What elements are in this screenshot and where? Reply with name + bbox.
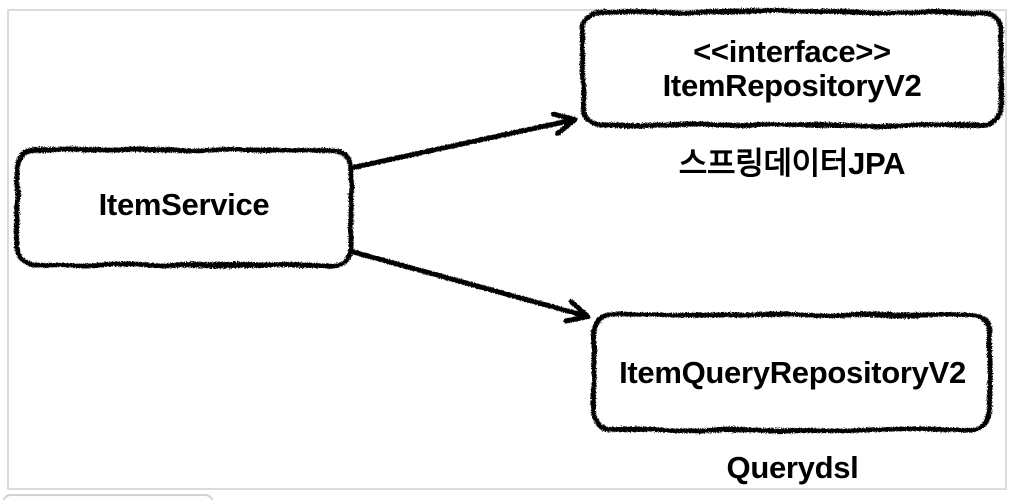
item-service-box: [14, 147, 354, 268]
edge-service-to-repository: [343, 111, 578, 172]
item-query-repository-box: [591, 312, 993, 433]
querydsl-caption: Querydsl: [726, 450, 859, 485]
item-repository-stereotype: <<interface>>: [693, 33, 891, 69]
diagram-node-boxes: [14, 9, 1004, 433]
partial-card-below: [2, 494, 214, 500]
item-repository-label: ItemRepositoryV2: [662, 67, 922, 103]
item-query-repository-label: ItemQueryRepositoryV2: [619, 354, 966, 390]
edge-service-to-query-repository: [343, 247, 591, 324]
item-repository-box: [580, 9, 1004, 128]
spring-data-jpa-caption: 스프링데이터JPA: [678, 145, 906, 181]
item-repository-label-group: <<interface>> ItemRepositoryV2: [581, 10, 1003, 127]
diagram-edges: [343, 111, 591, 324]
item-service-label: ItemService: [98, 187, 270, 222]
